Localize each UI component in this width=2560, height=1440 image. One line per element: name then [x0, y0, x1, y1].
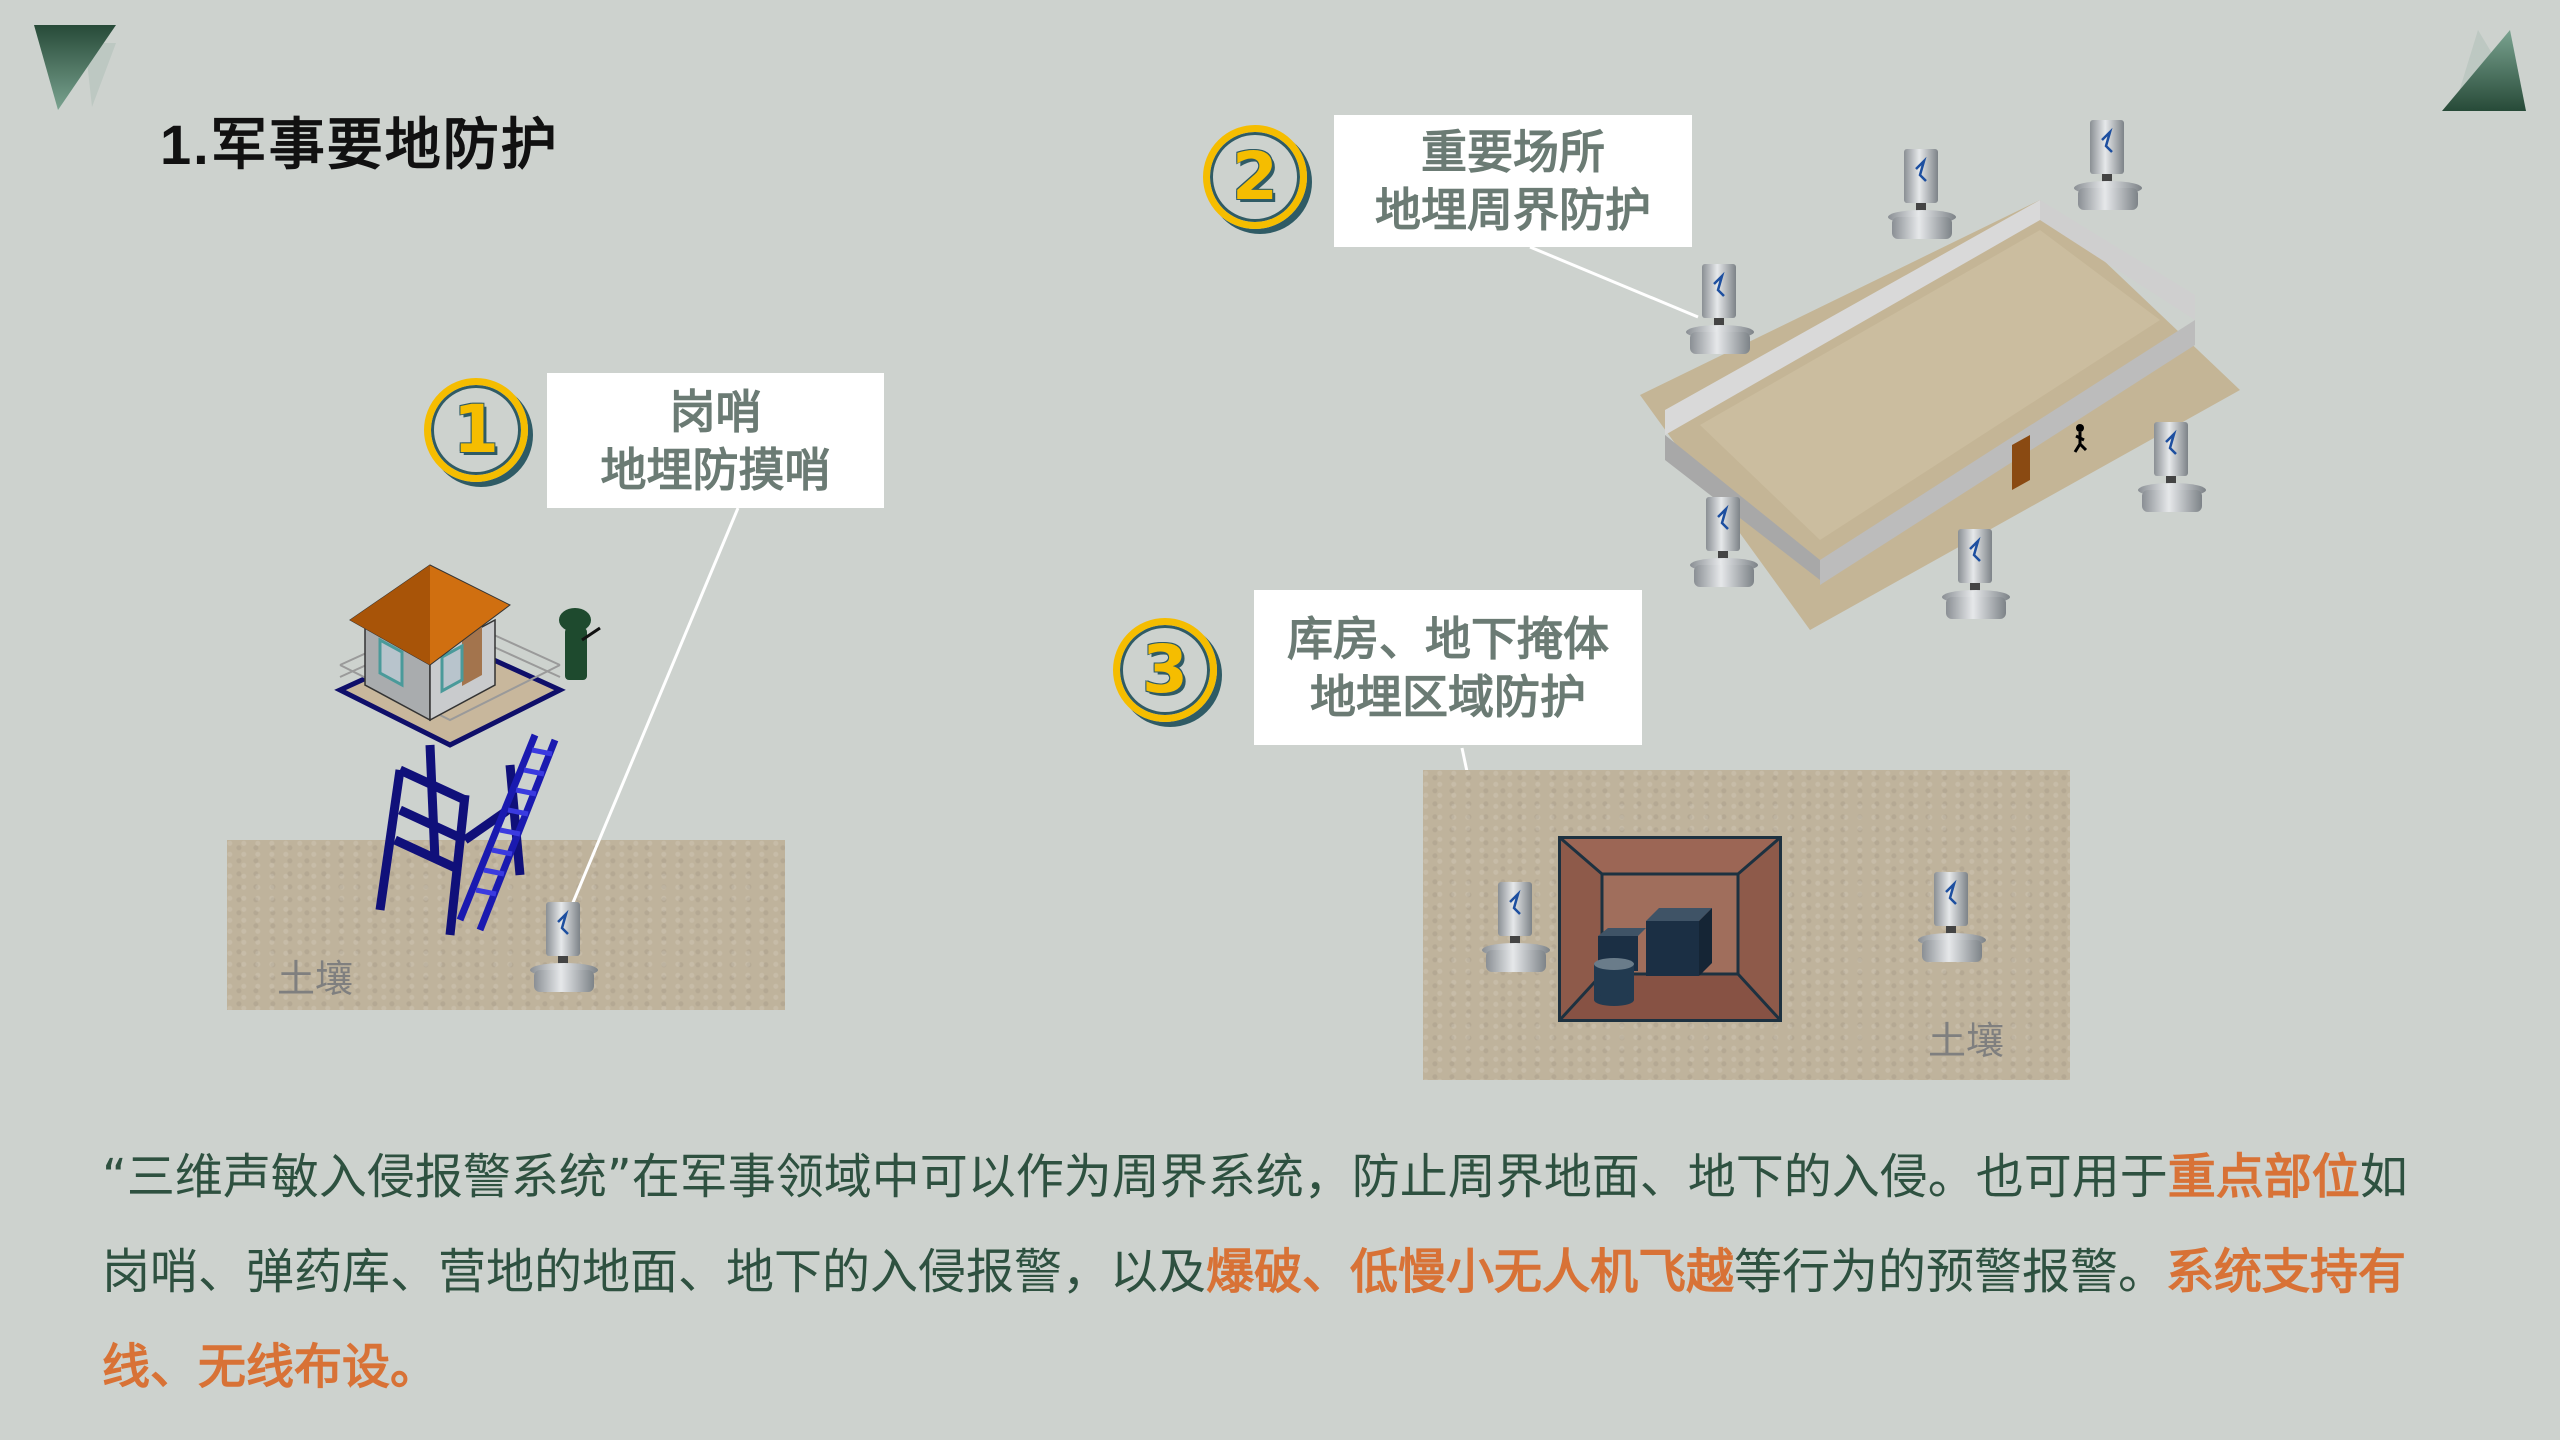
label-line-2: 地埋周界防护 [1375, 183, 1651, 237]
description-text: 如岗哨、弹药库、营地的地面、地下的入侵报警，以及 [102, 1149, 2408, 1300]
badge-number: 2 [1232, 138, 1278, 215]
perimeter-sensor-icon [2138, 422, 2206, 512]
highlight-wired-wireless: 系统支持有线、无线布设。 [102, 1244, 2407, 1395]
page-title: 1.军事要地防护 [160, 113, 559, 176]
corner-triangle-decoration-right [2442, 30, 2526, 111]
area-sensor-icon [1482, 882, 1550, 972]
area-sensor-icon [1918, 872, 1986, 962]
perimeter-sensor-icon [1686, 264, 1754, 354]
bunker-illustration [1558, 836, 1782, 1022]
scene-label-important-sites: 重要场所 地埋周界防护 [1334, 115, 1692, 247]
description-text: “三维声敏入侵报警系统”在军事领域中可以作为周界系统，防止周界地面、地下的入侵。… [102, 1149, 2168, 1205]
number-badge-1: 1 [424, 378, 528, 482]
highlight-key-locations: 重点部位 [2167, 1149, 2360, 1205]
label-line-2: 地埋区域防护 [1310, 669, 1586, 724]
label-line-1: 岗哨 [669, 384, 762, 439]
guard-tower-illustration [334, 564, 601, 936]
label-line-2: 地埋防摸哨 [600, 442, 831, 497]
soil-label: 土壤 [1928, 1019, 2005, 1063]
perimeter-sensor-icon [1690, 497, 1758, 587]
highlight-blast-drone: 爆破、低慢小无人机飞越 [1206, 1244, 1735, 1300]
corner-triangle-decoration-left [34, 25, 116, 110]
buried-sensor-icon [530, 902, 598, 992]
perimeter-sensor-icon [1888, 149, 1956, 239]
scene-label-warehouse-bunker: 库房、地下掩体 地埋区域防护 [1254, 590, 1642, 745]
badge-number: 1 [453, 391, 499, 468]
label-line-1: 重要场所 [1421, 125, 1605, 179]
scene-label-guard-post: 岗哨 地埋防摸哨 [547, 373, 884, 508]
number-badge-2: 2 [1203, 125, 1307, 229]
perimeter-sensor-icon [1942, 529, 2010, 619]
compound-illustration [1640, 200, 2240, 630]
description-paragraph: “三维声敏入侵报警系统”在军事领域中可以作为周界系统，防止周界地面、地下的入侵。… [102, 1130, 2442, 1415]
soil-label: 土壤 [277, 957, 354, 1001]
badge-number: 3 [1142, 631, 1188, 708]
description-text: 等行为的预警报警。 [1734, 1244, 2167, 1300]
label-line-1: 库房、地下掩体 [1287, 611, 1609, 666]
perimeter-sensor-icon [2074, 120, 2142, 210]
number-badge-3: 3 [1113, 618, 1217, 722]
